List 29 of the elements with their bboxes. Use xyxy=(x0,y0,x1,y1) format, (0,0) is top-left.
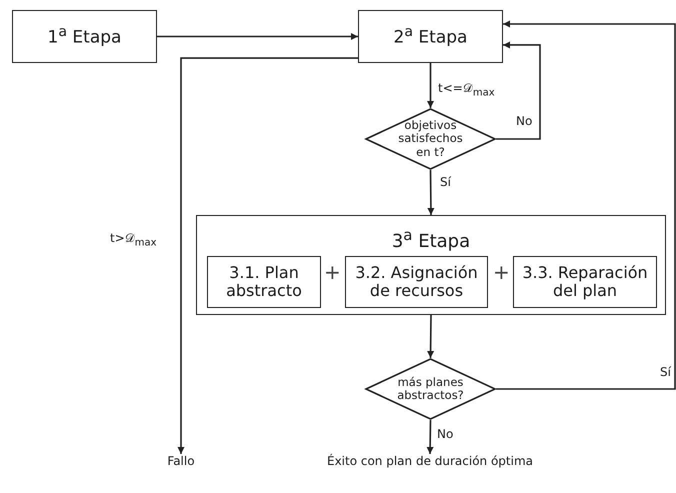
outcome-text: Éxito con plan de duración óptima xyxy=(300,454,560,470)
arrow xyxy=(496,41,541,140)
process-box: 3.2. Asignación de recursos xyxy=(345,256,488,308)
process-box: 3.1. Plan abstracto xyxy=(207,256,321,308)
edge-label: Sí xyxy=(660,366,671,378)
stage-container xyxy=(196,215,666,315)
decision-text: objetivos satisfechos en t? xyxy=(397,119,464,159)
decision-text: más planes abstractos? xyxy=(396,376,465,402)
arrow xyxy=(427,315,434,358)
edge-label: No xyxy=(516,115,532,127)
arrow xyxy=(427,63,434,108)
decision-diamond xyxy=(365,108,496,170)
outcome-text: Fallo xyxy=(156,454,206,470)
arrow xyxy=(426,420,434,454)
arrow xyxy=(157,33,358,40)
stage-heading: 3$^{a}$ Etapa xyxy=(390,226,472,252)
edge-label: No xyxy=(437,428,454,440)
edge-label: t>𝒟$_{max}$ xyxy=(110,232,157,248)
process-box: 3.3. Reparación del plan xyxy=(513,256,657,308)
plus-sign: + xyxy=(324,262,341,282)
arrow xyxy=(496,20,676,390)
arrow xyxy=(427,170,434,215)
process-box: 2$^{a}$ Etapa xyxy=(358,10,503,63)
plus-sign: + xyxy=(493,262,510,282)
process-box: 1$^{a}$ Etapa xyxy=(12,10,157,63)
edge-label: t<=𝒟$_{max}$ xyxy=(438,82,495,98)
decision-diamond xyxy=(365,358,496,420)
edge-label: Sí xyxy=(440,176,451,188)
arrow xyxy=(178,57,358,454)
